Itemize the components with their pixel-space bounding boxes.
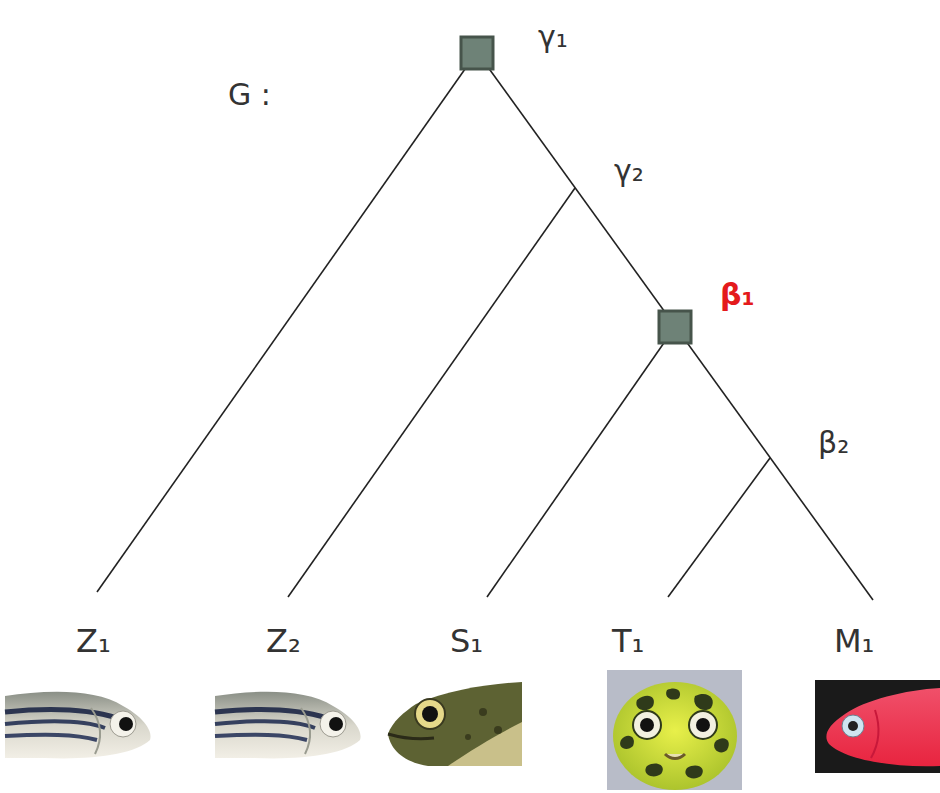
pufferfish-image [607, 670, 742, 790]
node-label: γ₂ [614, 156, 644, 186]
node-label: γ₁ [538, 22, 568, 52]
node-label: β₁ [720, 280, 755, 310]
leaf-label: T₁ [612, 625, 644, 657]
leaf-label: Z₂ [266, 625, 301, 657]
medaka-image [815, 680, 940, 773]
node-label: β₂ [818, 428, 849, 458]
duplication-marker [659, 311, 691, 343]
leaf-label: S₁ [450, 625, 483, 657]
zebrafish-image [215, 692, 361, 759]
leaf-label: Z₁ [76, 625, 111, 657]
leaf-label: M₁ [834, 625, 874, 657]
tree-label: G : [228, 80, 271, 110]
tree-branches [97, 52, 873, 600]
stickleback-image [388, 682, 522, 766]
duplication-marker [461, 37, 493, 69]
zebrafish-image [5, 692, 151, 759]
